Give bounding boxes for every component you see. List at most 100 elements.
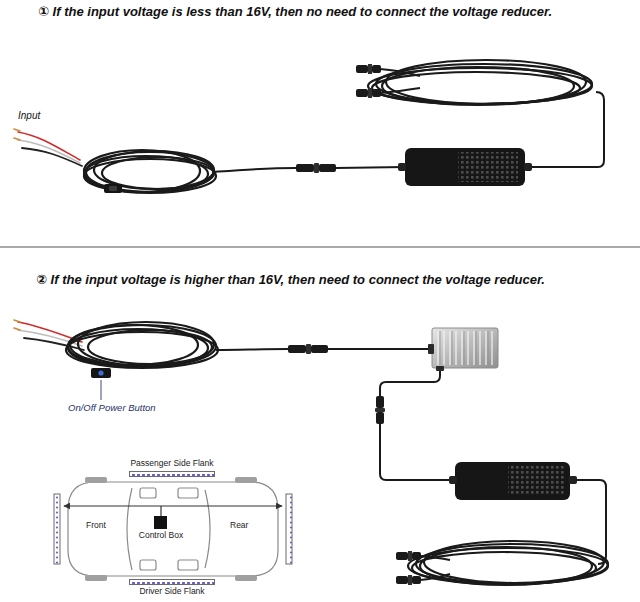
inline-connector (375, 408, 385, 412)
wire-coil (94, 151, 214, 189)
output-connector (396, 551, 421, 585)
car-outline (68, 482, 278, 576)
car-wheel (235, 477, 257, 483)
inline-connector (311, 345, 328, 353)
flank-light-strip: Passenger Side Flank (129, 459, 215, 477)
inline-connector (376, 412, 384, 424)
output-coil (420, 547, 592, 585)
output-connector (412, 552, 421, 560)
input-wires (14, 320, 20, 322)
voltage-reducer (449, 331, 450, 365)
input-wires (22, 148, 82, 166)
controller-box (405, 148, 525, 186)
wire-coil (86, 152, 214, 192)
strip-label: Passenger Side Flank (129, 459, 214, 469)
input-wires (18, 140, 80, 163)
controller-box (455, 462, 570, 500)
voltage-reducer (436, 366, 444, 371)
voltage-reducer (491, 331, 492, 365)
wire (336, 167, 405, 168)
voltage-reducer (428, 328, 498, 371)
output-connector (408, 575, 412, 585)
car-wheel (235, 575, 257, 581)
output-connector (368, 64, 372, 74)
car-outline (205, 490, 210, 568)
input-wires (14, 328, 20, 330)
part-label: Front (86, 521, 106, 531)
voltage-reducer (479, 331, 480, 365)
car-wheel (85, 575, 107, 581)
strip-label: Driver Side Flank (138, 587, 205, 597)
control-wiring (64, 505, 161, 506)
instruction-heading: ① If the input voltage is less than 16V,… (38, 5, 552, 20)
voltage-reducer (428, 344, 434, 354)
input-wires (14, 129, 20, 131)
light-strip (129, 579, 215, 585)
strip-label: Control Box (138, 531, 184, 541)
wire (212, 168, 296, 172)
input-wires (14, 138, 20, 140)
output-connector (412, 576, 421, 584)
output-coil (380, 88, 420, 93)
controller-box (398, 163, 406, 171)
inline-connector (288, 345, 306, 353)
controller-box (524, 163, 532, 171)
wire (525, 92, 604, 167)
input-wires (14, 320, 84, 350)
controller-box (398, 148, 532, 186)
voltage-reducer (464, 331, 465, 365)
light-strip (54, 494, 292, 564)
wire-coil (84, 150, 216, 193)
power-switch (91, 368, 111, 378)
controller-box (508, 466, 566, 496)
output-connector (356, 65, 368, 73)
part-label: On/Off Power Button (68, 403, 156, 414)
voltage-reducer (476, 331, 477, 365)
inline-connector (376, 396, 384, 408)
light-strip (54, 494, 60, 564)
car-outline (140, 560, 156, 570)
car-outline (68, 482, 278, 576)
wire (380, 368, 440, 396)
wire-coil (66, 322, 218, 368)
controller-box (449, 476, 457, 484)
inline-connector (319, 164, 336, 172)
inline-connector (288, 344, 385, 424)
panel-divider (0, 247, 640, 248)
power-switch (104, 184, 122, 193)
part-label: Input (18, 110, 40, 122)
car-outline (178, 488, 198, 498)
voltage-reducer (437, 331, 438, 365)
wire (380, 424, 455, 480)
part-label: Rear (230, 521, 248, 531)
output-coil (380, 69, 420, 76)
car-outline (140, 488, 156, 498)
voltage-reducer (443, 331, 444, 365)
light-strip (129, 471, 215, 477)
control-wiring (64, 506, 282, 516)
wire-coil (88, 330, 212, 364)
output-coil (420, 574, 450, 580)
car-outline (127, 488, 132, 570)
wire (216, 349, 288, 350)
controller-box (458, 152, 518, 182)
control-wiring (160, 506, 161, 516)
output-connector (408, 551, 412, 561)
wire (328, 348, 438, 350)
output-coil (408, 541, 608, 585)
inline-connector (296, 163, 336, 173)
power-switch (109, 186, 117, 191)
light-strip (286, 494, 292, 564)
output-coil (368, 60, 592, 105)
control-box: Control Box (138, 516, 184, 541)
voltage-reducer (432, 328, 498, 368)
light-strip (54, 494, 60, 564)
inline-connector (296, 164, 314, 172)
car-wheel (85, 477, 257, 581)
output-connector (356, 64, 381, 98)
voltage-reducer (452, 331, 453, 365)
output-connector (356, 89, 368, 97)
output-connector (372, 65, 381, 73)
